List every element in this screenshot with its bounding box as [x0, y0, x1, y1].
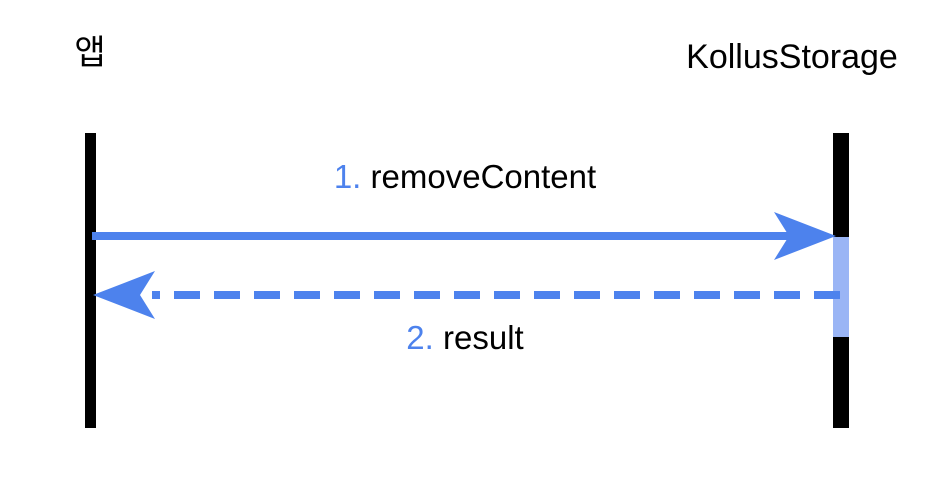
message-arrow-1-removeContent[interactable] — [92, 212, 836, 260]
message-line-1 — [92, 232, 792, 240]
message-label-1[interactable]: 1. removeContent — [90, 160, 840, 193]
lifeline-kollus-storage-upper[interactable] — [833, 133, 849, 237]
message-label-2[interactable]: 2. result — [90, 321, 840, 354]
message-2-name: result — [433, 319, 524, 356]
arrowhead-left-icon — [93, 271, 155, 319]
message-1-name: removeContent — [361, 158, 597, 195]
message-2-sequence-number: 2. — [406, 319, 434, 356]
activation-bar-kollus-storage[interactable] — [833, 237, 849, 337]
message-1-sequence-number: 1. — [333, 158, 362, 195]
participant-label-kollus-storage[interactable]: KollusStorage — [686, 38, 898, 76]
message-arrow-2-result[interactable] — [93, 271, 840, 319]
arrowhead-right-icon — [774, 212, 836, 260]
lifeline-kollus-storage-lower[interactable] — [833, 337, 849, 428]
participant-label-app[interactable]: 앱 — [74, 34, 106, 72]
lifeline-app[interactable] — [85, 133, 96, 428]
